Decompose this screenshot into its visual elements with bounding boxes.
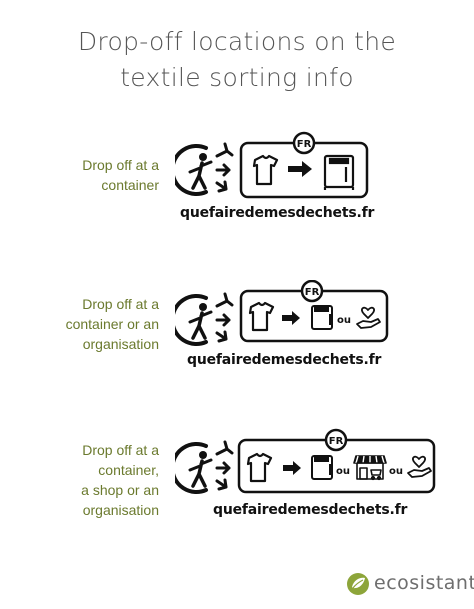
ecosistant-leaf-icon [347, 573, 369, 595]
section-3-line-2: container, [98, 462, 159, 478]
arrow-right-icon [288, 161, 312, 177]
container-icon [311, 455, 333, 480]
triman-icon [175, 440, 234, 494]
page-title: Drop-off locations on the textile sortin… [0, 24, 474, 96]
fr-badge: FR [329, 436, 344, 447]
title-line-1: Drop-off locations on the [77, 27, 397, 56]
hand-heart-icon [407, 455, 432, 478]
section-3-triman-logo: FR ou ou [175, 428, 440, 500]
section-1-triman-logo: FR [175, 130, 375, 202]
section-2-url[interactable]: quefairedemesdechets.fr [187, 352, 382, 368]
arrow-right-icon [283, 461, 301, 475]
triman-icon [175, 142, 234, 196]
ou-label: ou [337, 315, 351, 326]
title-line-2: textile sorting info [120, 63, 354, 92]
container-icon [311, 305, 333, 330]
section-1-description: Drop off at a container [82, 155, 159, 195]
section-3-line-3: a shop or an [81, 482, 159, 498]
section-1-url[interactable]: quefairedemesdechets.fr [180, 205, 375, 221]
section-2-line-3: organisation [82, 336, 159, 352]
ou-label-2: ou [389, 466, 403, 477]
section-2-triman-logo: FR ou [175, 280, 395, 352]
section-2-description: Drop off at a container or an organisati… [66, 294, 159, 354]
shop-icon [353, 455, 387, 481]
section-3-line-1: Drop off at a [82, 442, 159, 458]
ou-label-1: ou [336, 466, 350, 477]
section-3-url[interactable]: quefairedemesdechets.fr [213, 502, 408, 518]
tshirt-icon [252, 154, 279, 186]
section-2-line-1: Drop off at a [82, 296, 159, 312]
fr-badge: FR [297, 139, 312, 150]
section-2-line-2: container or an [65, 316, 159, 332]
tshirt-icon [246, 452, 273, 483]
brand-name: ecosistant [374, 572, 474, 594]
arrow-right-icon [282, 311, 300, 325]
section-1-line-2: container [101, 177, 159, 193]
fr-badge: FR [305, 287, 320, 298]
section-3-line-4: organisation [82, 502, 159, 518]
section-3-description: Drop off at a container, a shop or an or… [81, 440, 159, 520]
triman-icon [175, 292, 234, 346]
hand-heart-icon [356, 306, 381, 329]
ecosistant-logo: ecosistant [346, 570, 474, 598]
container-icon [323, 154, 355, 190]
tshirt-icon [248, 301, 275, 332]
section-1-line-1: Drop off at a [82, 157, 159, 173]
